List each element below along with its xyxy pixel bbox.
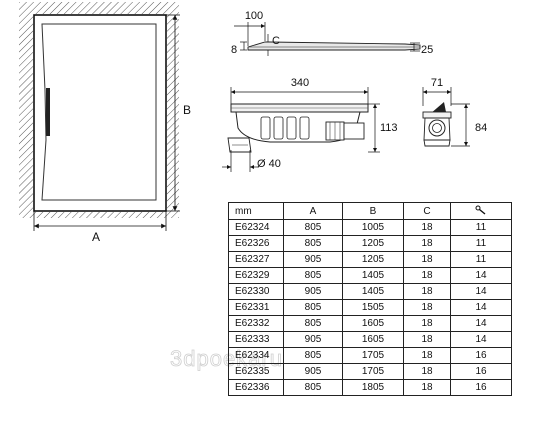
dim-d40-label: Ø 40 (257, 158, 281, 170)
cell-b: 1405 (342, 267, 404, 284)
cell-c: 18 (403, 299, 451, 316)
cell-b: 1005 (342, 219, 404, 236)
cell-model: E62331 (228, 299, 284, 316)
section-view: 100 8 C 25 (231, 10, 433, 56)
drain-front-view: 71 84 (422, 77, 487, 147)
cell-model: E62335 (228, 363, 284, 380)
drain-channel (46, 88, 50, 136)
dim-113-label: 113 (380, 122, 398, 134)
cell-b: 1205 (342, 251, 404, 268)
dim-8-label: 8 (231, 44, 237, 56)
cell-model: E62336 (228, 379, 284, 396)
table-header-row: mm A B C (228, 202, 512, 220)
dim-71-label: 71 (431, 77, 443, 89)
cell-fixing: 16 (450, 379, 512, 396)
dim-84-label: 84 (475, 122, 487, 134)
cell-c: 18 (403, 363, 451, 380)
cell-c: 18 (403, 379, 451, 396)
cell-b: 1805 (342, 379, 404, 396)
cell-c: 18 (403, 331, 451, 348)
header-a: A (283, 202, 343, 220)
header-c: C (403, 202, 451, 220)
cell-model: E62324 (228, 219, 284, 236)
cell-c: 18 (403, 267, 451, 284)
cell-b: 1505 (342, 299, 404, 316)
cell-a: 805 (283, 219, 343, 236)
dim-a-label: A (92, 230, 100, 244)
cell-fixing: 14 (450, 315, 512, 332)
plan-view: A B (19, 2, 191, 244)
cell-c: 18 (403, 283, 451, 300)
dim-100-label: 100 (245, 10, 263, 22)
cell-a: 805 (283, 299, 343, 316)
cell-a: 905 (283, 283, 343, 300)
cell-c: 18 (403, 315, 451, 332)
cell-a: 805 (283, 267, 343, 284)
cell-model: E62329 (228, 267, 284, 284)
header-mm: mm (228, 202, 284, 220)
cell-fixing: 14 (450, 283, 512, 300)
cell-a: 905 (283, 251, 343, 268)
cell-fixing: 14 (450, 331, 512, 348)
cell-a: 905 (283, 331, 343, 348)
cell-a: 805 (283, 235, 343, 252)
cell-c: 18 (403, 235, 451, 252)
header-b: B (342, 202, 404, 220)
cell-b: 1705 (342, 363, 404, 380)
cell-model: E62334 (228, 347, 284, 364)
cell-c: 18 (403, 251, 451, 268)
cell-c: 18 (403, 219, 451, 236)
cell-fixing: 16 (450, 347, 512, 364)
cell-fixing: 16 (450, 363, 512, 380)
cell-fixing: 14 (450, 299, 512, 316)
dim-c-label: C (272, 35, 280, 47)
dim-340-label: 340 (291, 77, 309, 89)
cell-model: E62333 (228, 331, 284, 348)
cell-a: 905 (283, 363, 343, 380)
drain-side-view: 340 113 Ø 40 (222, 77, 398, 172)
cell-b: 1405 (342, 283, 404, 300)
cell-a: 805 (283, 347, 343, 364)
tray-inner-edge (41, 23, 157, 201)
front-outlet (428, 119, 446, 137)
tray-outline (33, 14, 167, 212)
cell-b: 1205 (342, 235, 404, 252)
dim-b-label: B (183, 103, 191, 117)
cell-a: 805 (283, 379, 343, 396)
cell-fixing: 11 (450, 219, 512, 236)
cell-b: 1705 (342, 347, 404, 364)
wrench-icon (475, 205, 486, 215)
cell-b: 1605 (342, 331, 404, 348)
outlet-pipe (343, 122, 365, 140)
header-wrench (450, 202, 512, 220)
cell-fixing: 11 (450, 251, 512, 268)
cell-model: E62332 (228, 315, 284, 332)
front-cap (430, 102, 446, 114)
cell-b: 1605 (342, 315, 404, 332)
cell-model: E62330 (228, 283, 284, 300)
cell-fixing: 11 (450, 235, 512, 252)
dim-25-label: 25 (421, 44, 433, 56)
cell-a: 805 (283, 315, 343, 332)
cell-c: 18 (403, 347, 451, 364)
cell-model: E62326 (228, 235, 284, 252)
cell-model: E62327 (228, 251, 284, 268)
cell-fixing: 14 (450, 267, 512, 284)
